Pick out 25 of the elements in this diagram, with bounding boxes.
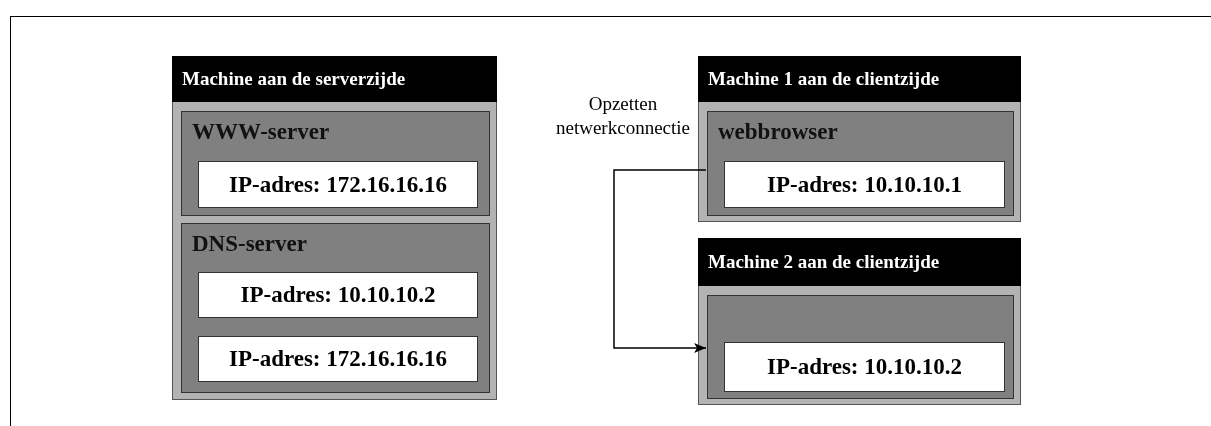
- address-box: [198, 336, 478, 382]
- header-band: Machine 1 aan de clientzijde: [698, 56, 1021, 102]
- component-box: [707, 295, 1014, 399]
- connector-arrow: [613, 169, 707, 353]
- address-box: [724, 342, 1005, 392]
- ip-address: IP-adres: 10.10.10.1: [765, 171, 964, 198]
- header-band: Machine aan de serverzijde: [172, 56, 497, 102]
- machine-box: [172, 56, 497, 400]
- ip-address: IP-adres: 10.10.10.2: [239, 282, 437, 308]
- address-box: [724, 161, 1005, 208]
- ip-address: IP-adres: 10.10.10.2: [765, 354, 964, 380]
- machine-box: [698, 56, 1021, 222]
- ip-address: IP-adres: 172.16.16.16: [227, 346, 449, 372]
- component-title: WWW-server: [192, 119, 330, 145]
- component-title: webbrowser: [718, 119, 838, 145]
- machine-box: [698, 238, 1021, 405]
- component-box: [181, 223, 490, 393]
- component-box: [707, 111, 1014, 216]
- address-box: [198, 161, 478, 208]
- ip-address: IP-adres: 172.16.16.16: [227, 171, 449, 198]
- component-title: DNS-server: [192, 231, 307, 257]
- component-box: [181, 111, 490, 216]
- edge-label: Opzetten netwerkconnectie: [555, 92, 691, 140]
- header-band: Machine 2 aan de clientzijde: [698, 238, 1021, 286]
- address-box: [198, 272, 478, 318]
